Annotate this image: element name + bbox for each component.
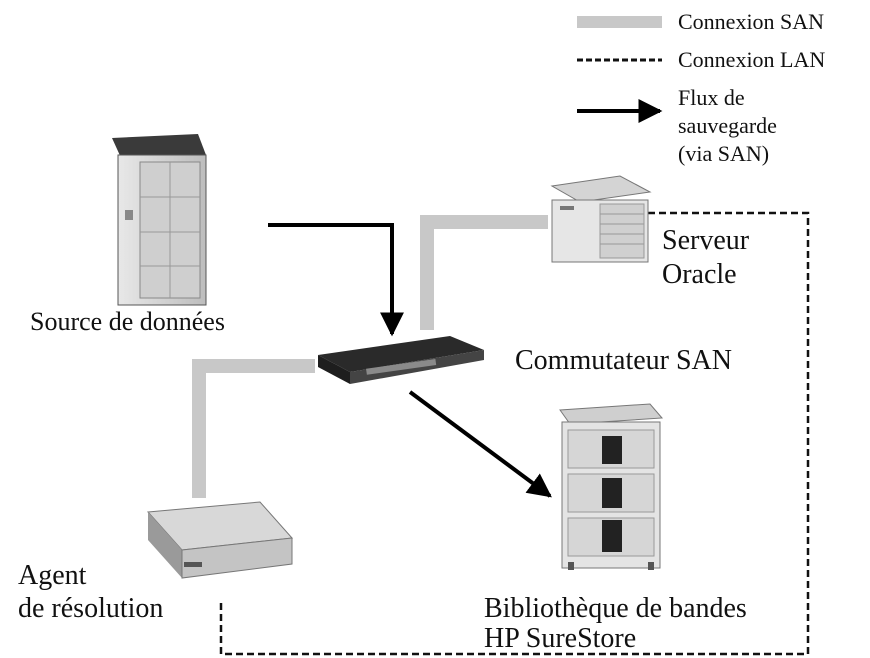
source-label: Source de données [30,307,225,336]
san-link-agent [192,359,315,498]
library-label-line2: HP SureStore [484,623,637,654]
san-link-oracle [420,215,548,330]
legend-flow-label-line3: (via SAN) [678,141,770,166]
agent-server-icon [146,501,294,579]
agent-label-line1: Agent [18,560,87,591]
tape-library-icon [559,403,664,570]
legend-flow-label-line1: Flux de [678,85,745,110]
agent-label-line2: de résolution [18,593,164,624]
oracle-server-icon [550,175,652,263]
source-server-icon [112,134,207,306]
flow-arrow-switch-to-library [408,390,552,498]
library-label-line1: Bibliothèque de bandes [484,593,747,624]
legend-lan-label: Connexion LAN [678,47,826,72]
switch-label: Commutateur SAN [515,345,732,376]
oracle-label-line1: Serveur [662,225,750,256]
legend-flow-label-line2: sauvegarde [678,113,777,138]
legend-san-label: Connexion SAN [678,9,825,34]
san-switch-icon [318,336,484,384]
flow-arrow-source-to-switch [268,223,404,337]
oracle-label-line2: Oracle [662,259,737,290]
lan-link [219,211,810,656]
